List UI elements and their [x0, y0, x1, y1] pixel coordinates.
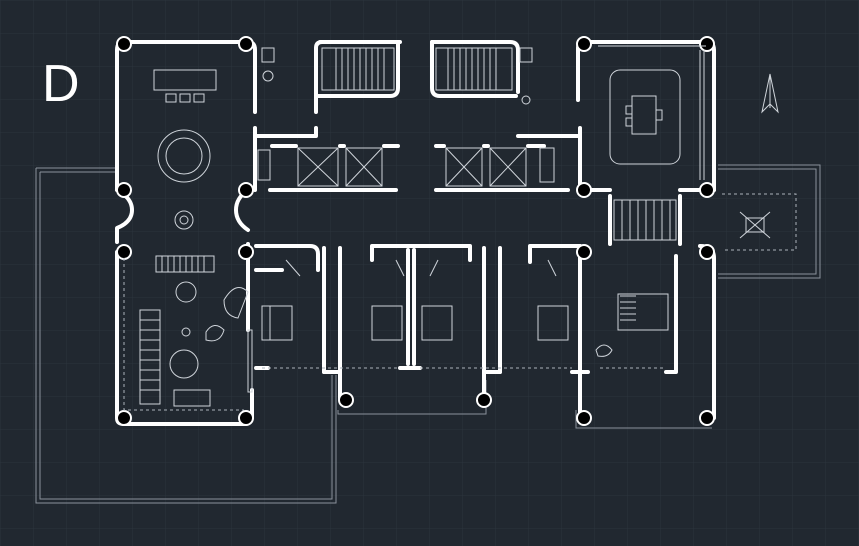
column [116, 244, 132, 260]
column [116, 182, 132, 198]
restroom-fixtures [257, 47, 555, 183]
column [238, 36, 254, 52]
conference-room-furniture [123, 69, 253, 411]
column [238, 244, 254, 260]
column [699, 410, 715, 426]
column [238, 182, 254, 198]
column [699, 244, 715, 260]
staircase [321, 47, 677, 241]
column [699, 182, 715, 198]
lounge-furniture [598, 45, 706, 180]
north-arrow-icon [761, 73, 779, 114]
site-outline [35, 164, 821, 504]
column [699, 36, 715, 52]
column [116, 36, 132, 52]
bedroom-furniture [261, 259, 669, 369]
structural-columns [116, 36, 715, 426]
balcony-furniture [722, 193, 797, 251]
column [576, 244, 592, 260]
column [576, 36, 592, 52]
column [476, 392, 492, 408]
elevator-shafts [270, 144, 546, 187]
column [116, 410, 132, 426]
column [338, 392, 354, 408]
column [576, 410, 592, 426]
plan-label: D [42, 55, 80, 113]
column [576, 182, 592, 198]
column [238, 410, 254, 426]
